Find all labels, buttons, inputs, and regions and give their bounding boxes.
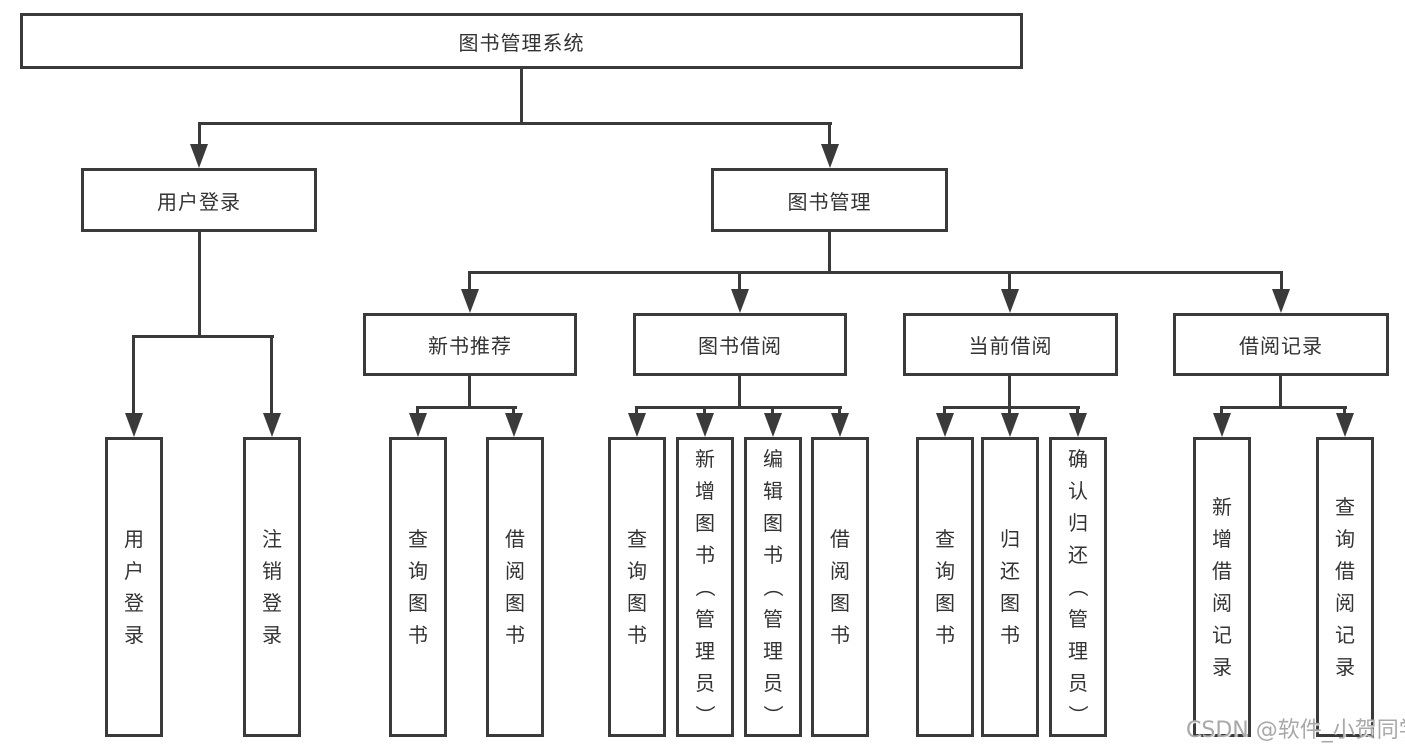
edge-book-mgmt-stem [828,232,831,271]
edge-new-book-child2-stem [512,406,515,413]
edge-book-borrow-rail [635,406,842,409]
node-l4-query-books-1-label: 查询图书 [408,527,428,647]
edge-to-book-borrow-stem [738,271,741,289]
edge-current-borrow-child3-stem [1076,406,1079,413]
edge-new-book-child1-stem [416,406,419,413]
edge-borrow-records-stem2 [1279,376,1282,406]
edge-root-rail [198,122,832,125]
node-l4-query-books-3: 查询图书 [916,437,974,737]
node-l3-borrow-records: 借阅记录 [1173,313,1389,376]
edge-borrow-records-child1-stem [1220,406,1223,413]
node-l4-query-borrow-record-label: 查询借阅记录 [1335,495,1355,679]
node-l3-book-borrow-label: 图书借阅 [698,334,782,358]
node-l4-query-books-2-label: 查询图书 [627,527,647,647]
edge-book-borrow-child4-arrow-icon [831,413,849,437]
node-l4-borrow-books-2: 借阅图书 [811,437,869,737]
edge-book-borrow-stem2 [738,376,741,406]
node-l3-current-borrow: 当前借阅 [903,313,1118,376]
node-l4-query-books-3-label: 查询图书 [935,527,955,647]
edge-current-borrow-stem2 [1008,376,1011,406]
node-l3-borrow-records-label: 借阅记录 [1239,334,1323,358]
edge-root-to-book-mgmt-stem [828,122,831,144]
edge-root-to-user-login-arrow-icon [190,144,208,168]
node-l4-edit-book-admin-label: 编辑图书（管理员） [761,447,785,725]
node-l2-book-management-label: 图书管理 [787,189,872,214]
edge-to-logout-action-stem [270,335,273,413]
edge-to-new-book-stem [468,271,471,289]
node-l4-user-login-label: 用户登录 [124,527,144,647]
edge-book-borrow-child3-arrow-icon [764,413,782,437]
node-l4-borrow-books-1-label: 借阅图书 [505,527,525,647]
edge-book-borrow-child4-stem [838,406,841,413]
edge-new-book-stem [468,376,471,406]
edge-to-login-action-arrow-icon [125,413,143,437]
edge-book-mgmt-rail [468,271,1283,274]
edge-to-login-action-stem [132,335,135,413]
watermark: CSDN @软件_小贺同学 [1186,718,1405,743]
node-l2-book-management: 图书管理 [711,168,948,232]
edge-book-borrow-child2-arrow-icon [696,413,714,437]
edge-user-login-stem [198,232,201,335]
node-root-label: 图书管理系统 [458,30,585,55]
edge-book-borrow-child1-stem [635,406,638,413]
edge-current-borrow-rail [943,406,1080,409]
node-l4-logout-label: 注销登录 [262,527,282,647]
node-l4-return-book-label: 归还图书 [1000,527,1020,647]
edge-current-borrow-child1-arrow-icon [936,413,954,437]
node-root: 图书管理系统 [20,13,1023,69]
node-l4-borrow-books-2-label: 借阅图书 [830,527,850,647]
edge-user-login-rail [132,335,274,338]
edge-to-new-book-arrow-icon [461,289,479,313]
edge-to-logout-action-arrow-icon [263,413,281,437]
node-l4-add-borrow-record: 新增借阅记录 [1193,437,1251,737]
node-l3-book-borrow: 图书借阅 [633,313,847,376]
node-l2-user-login: 用户登录 [81,168,317,232]
edge-root-to-user-login-stem [198,122,201,144]
edge-borrow-records-child2-arrow-icon [1336,413,1354,437]
node-l3-new-book-recommend: 新书推荐 [363,313,577,376]
node-l4-user-login: 用户登录 [105,437,163,737]
node-l4-logout: 注销登录 [243,437,301,737]
edge-new-book-rail [416,406,517,409]
edge-current-borrow-child1-stem [943,406,946,413]
edge-current-borrow-child2-arrow-icon [1001,413,1019,437]
node-l4-query-books-2: 查询图书 [608,437,666,737]
node-l4-return-book: 归还图书 [981,437,1039,737]
edge-current-borrow-child3-arrow-icon [1069,413,1087,437]
node-l4-query-borrow-record: 查询借阅记录 [1316,437,1374,737]
node-l3-current-borrow-label: 当前借阅 [968,334,1053,358]
node-l4-confirm-return-admin-label: 确认归还（管理员） [1066,447,1090,725]
edge-borrow-records-rail [1220,406,1347,409]
node-l3-new-book-recommend-label: 新书推荐 [428,334,512,358]
node-l4-add-borrow-record-label: 新增借阅记录 [1212,495,1232,679]
node-l4-borrow-books-1: 借阅图书 [486,437,544,737]
edge-to-borrow-records-stem [1280,271,1283,289]
node-l2-user-login-label: 用户登录 [157,189,241,214]
edge-to-book-borrow-arrow-icon [731,289,749,313]
edge-borrow-records-child1-arrow-icon [1213,413,1231,437]
node-l4-edit-book-admin: 编辑图书（管理员） [744,437,802,737]
edge-book-borrow-child3-stem [771,406,774,413]
edge-root-stem [520,69,523,122]
edge-new-book-child2-arrow-icon [505,413,523,437]
edge-borrow-records-child2-stem [1343,406,1346,413]
node-l4-confirm-return-admin: 确认归还（管理员） [1049,437,1107,737]
node-l4-add-book-admin: 新增图书（管理员） [676,437,734,737]
node-l4-query-books-1: 查询图书 [389,437,447,737]
edge-root-to-book-mgmt-arrow-icon [821,144,839,168]
edge-book-borrow-child2-stem [703,406,706,413]
edge-current-borrow-child2-stem [1008,406,1011,413]
edge-book-borrow-child1-arrow-icon [628,413,646,437]
node-l4-add-book-admin-label: 新增图书（管理员） [693,447,717,725]
edge-to-borrow-records-arrow-icon [1272,289,1290,313]
edge-to-current-borrow-arrow-icon [1001,289,1019,313]
edge-to-current-borrow-stem [1008,271,1011,289]
edge-new-book-child1-arrow-icon [409,413,427,437]
